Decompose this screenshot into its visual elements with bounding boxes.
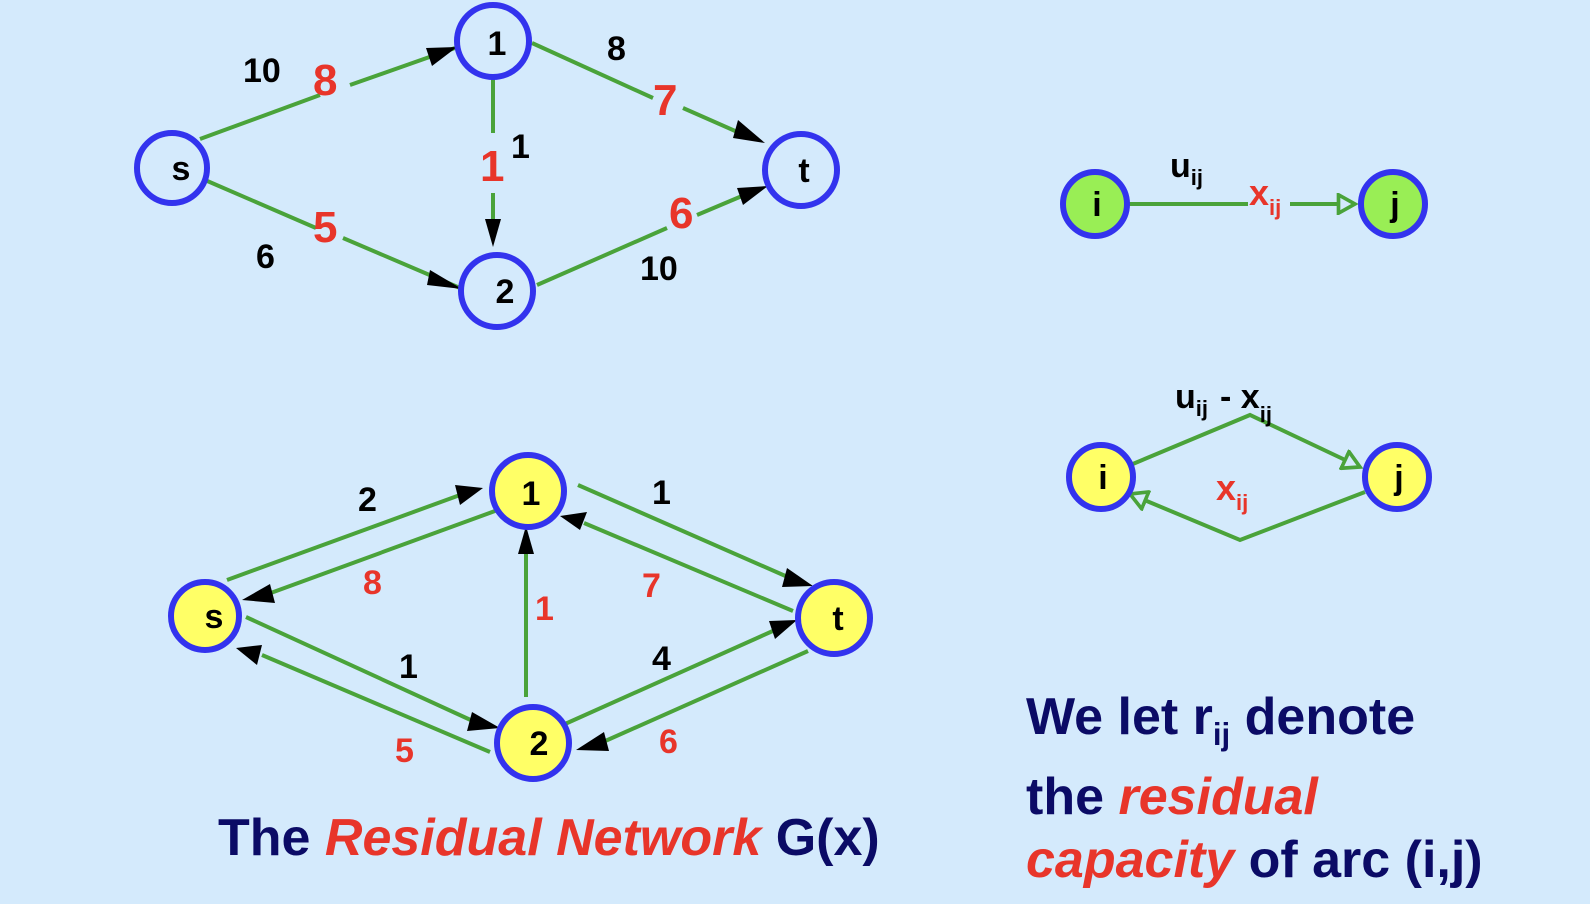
legend-forward-residual-label: uij- xij	[1175, 378, 1272, 427]
residual-capacity-label: 7	[642, 567, 661, 605]
arc-flow-label: 8	[313, 56, 337, 105]
residual-capacity-label: 1	[652, 474, 671, 512]
svg-text:2: 2	[530, 725, 549, 763]
legend-residual-node-i: i	[1066, 442, 1136, 512]
arrowhead-icon	[733, 120, 765, 143]
original-node-s: s	[134, 130, 210, 206]
arrowhead-icon	[455, 485, 483, 505]
original-node-1: 1	[454, 2, 532, 80]
arc-capacity-label: 1	[511, 128, 530, 166]
residual-node-1: 1	[489, 452, 567, 530]
residual-node-t: t	[795, 579, 873, 657]
residual-capacity-label: 5	[395, 732, 414, 770]
residual-arc-s-1: 2	[226, 481, 483, 582]
svg-text:i: i	[1092, 186, 1101, 224]
residual-capacity-label: 4	[652, 640, 671, 678]
residual-arc-2-s: 5	[236, 645, 491, 770]
residual-arc-2-1: 1	[518, 526, 554, 697]
arrowhead-icon	[560, 512, 587, 530]
residual-node-s: s	[168, 579, 242, 653]
svg-text:1: 1	[488, 25, 507, 63]
arrowhead-icon	[236, 645, 262, 665]
legend-residual-arcs: uij- xij xij i j	[1066, 378, 1432, 543]
svg-text:t: t	[832, 600, 843, 638]
residual-arc-1-t: 1	[577, 474, 813, 587]
original-network: 10 8 6 5 1 1 8 7 10 6	[134, 2, 840, 330]
caption-emphasis: Residual Network	[324, 809, 762, 867]
svg-text:i: i	[1098, 459, 1107, 497]
svg-text:j: j	[1393, 459, 1403, 497]
original-node-t: t	[762, 131, 840, 209]
arrowhead-icon	[518, 526, 534, 554]
residual-capacity-label: 1	[399, 648, 418, 686]
residual-network-caption: The Residual Network G(x)	[218, 808, 880, 868]
residual-arc-t-2: 6	[576, 649, 809, 761]
residual-arc-1-s: 8	[242, 509, 496, 603]
arc-capacity-label: 6	[256, 238, 275, 276]
residual-capacity-label: 2	[358, 481, 377, 519]
arrowhead-icon	[737, 186, 768, 205]
svg-text:s: s	[172, 150, 191, 188]
legend-original-node-i: i	[1060, 169, 1130, 239]
original-arc-s-1: 10 8	[199, 46, 457, 141]
arc-flow-label: 7	[653, 76, 677, 125]
definition-emphasis: capacity	[1026, 830, 1235, 889]
residual-capacity-label: 1	[535, 590, 554, 628]
arrowhead-icon	[782, 568, 813, 587]
residual-arc-s-2: 1	[245, 615, 500, 731]
arc-capacity-label: 10	[640, 250, 678, 288]
arrowhead-icon	[427, 270, 462, 289]
original-arc-2-t: 10 6	[536, 186, 768, 288]
definition-emphasis: residual	[1118, 767, 1318, 826]
arc-capacity-label: 10	[243, 52, 281, 90]
original-arc-s-2: 6 5	[204, 178, 462, 290]
residual-node-2: 2	[494, 704, 572, 782]
residual-capacity-label: 8	[363, 564, 382, 602]
residual-arc-2-t: 4	[564, 620, 797, 726]
arrowhead-icon	[485, 219, 501, 247]
legend-original-node-j: j	[1358, 169, 1428, 239]
residual-arc-t-1: 7	[560, 512, 794, 613]
residual-capacity-definition: We let rij denote the residual capacity …	[1026, 686, 1483, 892]
caption-text: G(x)	[761, 809, 880, 867]
original-arc-1-t: 8 7	[531, 30, 765, 143]
legend-backward-residual-label: xij	[1216, 467, 1248, 515]
residual-network: 2 8 1 5 1 1	[168, 452, 873, 782]
definition-line-1: We let rij denote	[1026, 688, 1416, 752]
arrowhead-icon	[467, 712, 500, 731]
arc-flow-label: 1	[480, 142, 504, 191]
arc-flow-label: 5	[313, 203, 337, 252]
arrowhead-icon	[242, 584, 275, 603]
svg-text:1: 1	[522, 475, 541, 513]
legend-capacity-label: uij	[1170, 147, 1203, 190]
arrowhead-icon	[426, 47, 457, 66]
arrowhead-icon	[769, 620, 797, 639]
svg-text:j: j	[1389, 186, 1399, 224]
legend-flow-label: xij	[1249, 172, 1281, 220]
residual-capacity-label: 6	[659, 723, 678, 761]
original-arc-1-2: 1 1	[480, 77, 530, 247]
legend-residual-node-j: j	[1362, 442, 1432, 512]
arrowhead-icon	[576, 732, 609, 751]
caption-text: The	[218, 809, 325, 867]
original-node-2: 2	[458, 252, 536, 330]
definition-line-2: the residual	[1026, 767, 1318, 826]
definition-line-3: capacity of arc (i,j)	[1026, 830, 1483, 889]
legend-original-arc: uij xij i j	[1060, 147, 1428, 239]
arc-flow-label: 6	[669, 189, 693, 238]
arc-capacity-label: 8	[607, 30, 626, 68]
svg-text:2: 2	[496, 273, 515, 311]
svg-text:s: s	[205, 598, 224, 636]
svg-text:t: t	[798, 152, 809, 190]
